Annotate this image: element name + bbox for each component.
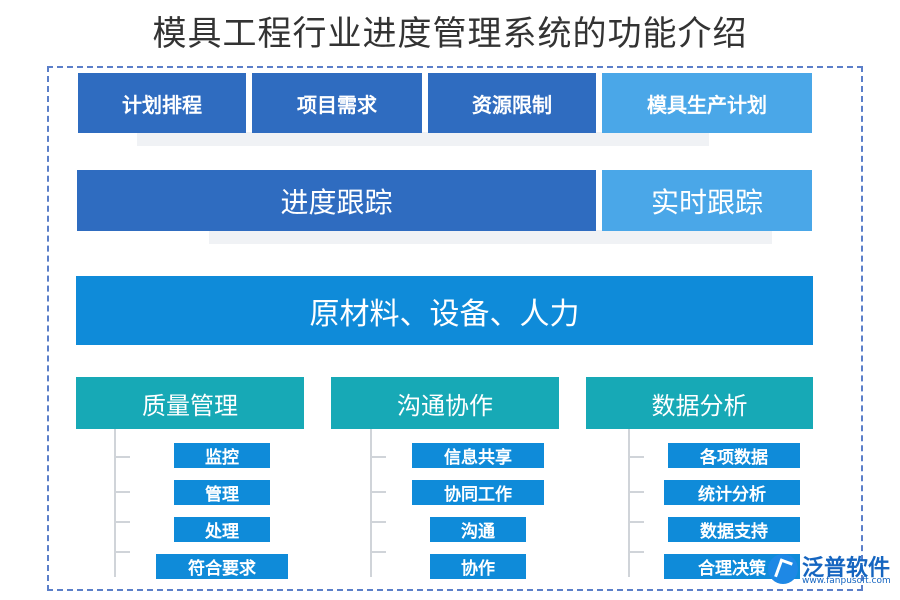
diagram-frame — [47, 66, 863, 591]
connector-tick — [630, 521, 644, 523]
group-data-analysis-header: 数据分析 — [586, 377, 813, 429]
group-quality-connector — [114, 429, 116, 577]
brand-logo-name: 泛普软件 — [802, 556, 891, 581]
leaf-handle: 处理 — [174, 517, 270, 542]
leaf-cooperate: 协作 — [430, 554, 526, 579]
leaf-info-sharing: 信息共享 — [412, 443, 544, 468]
group-communication-header: 沟通协作 — [331, 377, 559, 429]
connector-tick — [630, 551, 644, 553]
row1-shadow — [137, 132, 709, 146]
box-resources: 原材料、设备、人力 — [76, 276, 813, 345]
connector-tick — [630, 456, 644, 458]
box-progress-tracking: 进度跟踪 — [77, 170, 596, 231]
leaf-data-support: 数据支持 — [668, 517, 800, 542]
group-quality-header: 质量管理 — [76, 377, 304, 429]
brand-logo-url: www.fanpusoft.com — [802, 576, 891, 586]
connector-tick — [116, 491, 130, 493]
leaf-statistical-analysis: 统计分析 — [664, 480, 800, 505]
box-project-requirements: 项目需求 — [252, 73, 422, 133]
page-title: 模具工程行业进度管理系统的功能介绍 — [152, 14, 748, 54]
connector-tick — [116, 521, 130, 523]
connector-tick — [372, 456, 386, 458]
leaf-compliance: 符合要求 — [156, 554, 288, 579]
leaf-communicate: 沟通 — [430, 517, 526, 542]
brand-logo-icon — [768, 554, 798, 584]
box-planning-schedule: 计划排程 — [78, 73, 246, 133]
connector-tick — [116, 456, 130, 458]
box-realtime-tracking: 实时跟踪 — [602, 170, 812, 231]
leaf-monitor: 监控 — [174, 443, 270, 468]
connector-tick — [372, 521, 386, 523]
connector-tick — [630, 491, 644, 493]
leaf-collaborative-work: 协同工作 — [412, 480, 544, 505]
leaf-manage: 管理 — [174, 480, 270, 505]
connector-tick — [116, 551, 130, 553]
box-mold-production-plan: 模具生产计划 — [602, 73, 812, 133]
box-resource-limits: 资源限制 — [428, 73, 596, 133]
row2-shadow — [209, 230, 772, 244]
leaf-various-data: 各项数据 — [668, 443, 800, 468]
group-communication-connector — [370, 429, 372, 577]
brand-logo: 泛普软件 www.fanpusoft.com — [768, 552, 894, 586]
connector-tick — [372, 491, 386, 493]
connector-tick — [372, 551, 386, 553]
group-data-analysis-connector — [628, 429, 630, 577]
